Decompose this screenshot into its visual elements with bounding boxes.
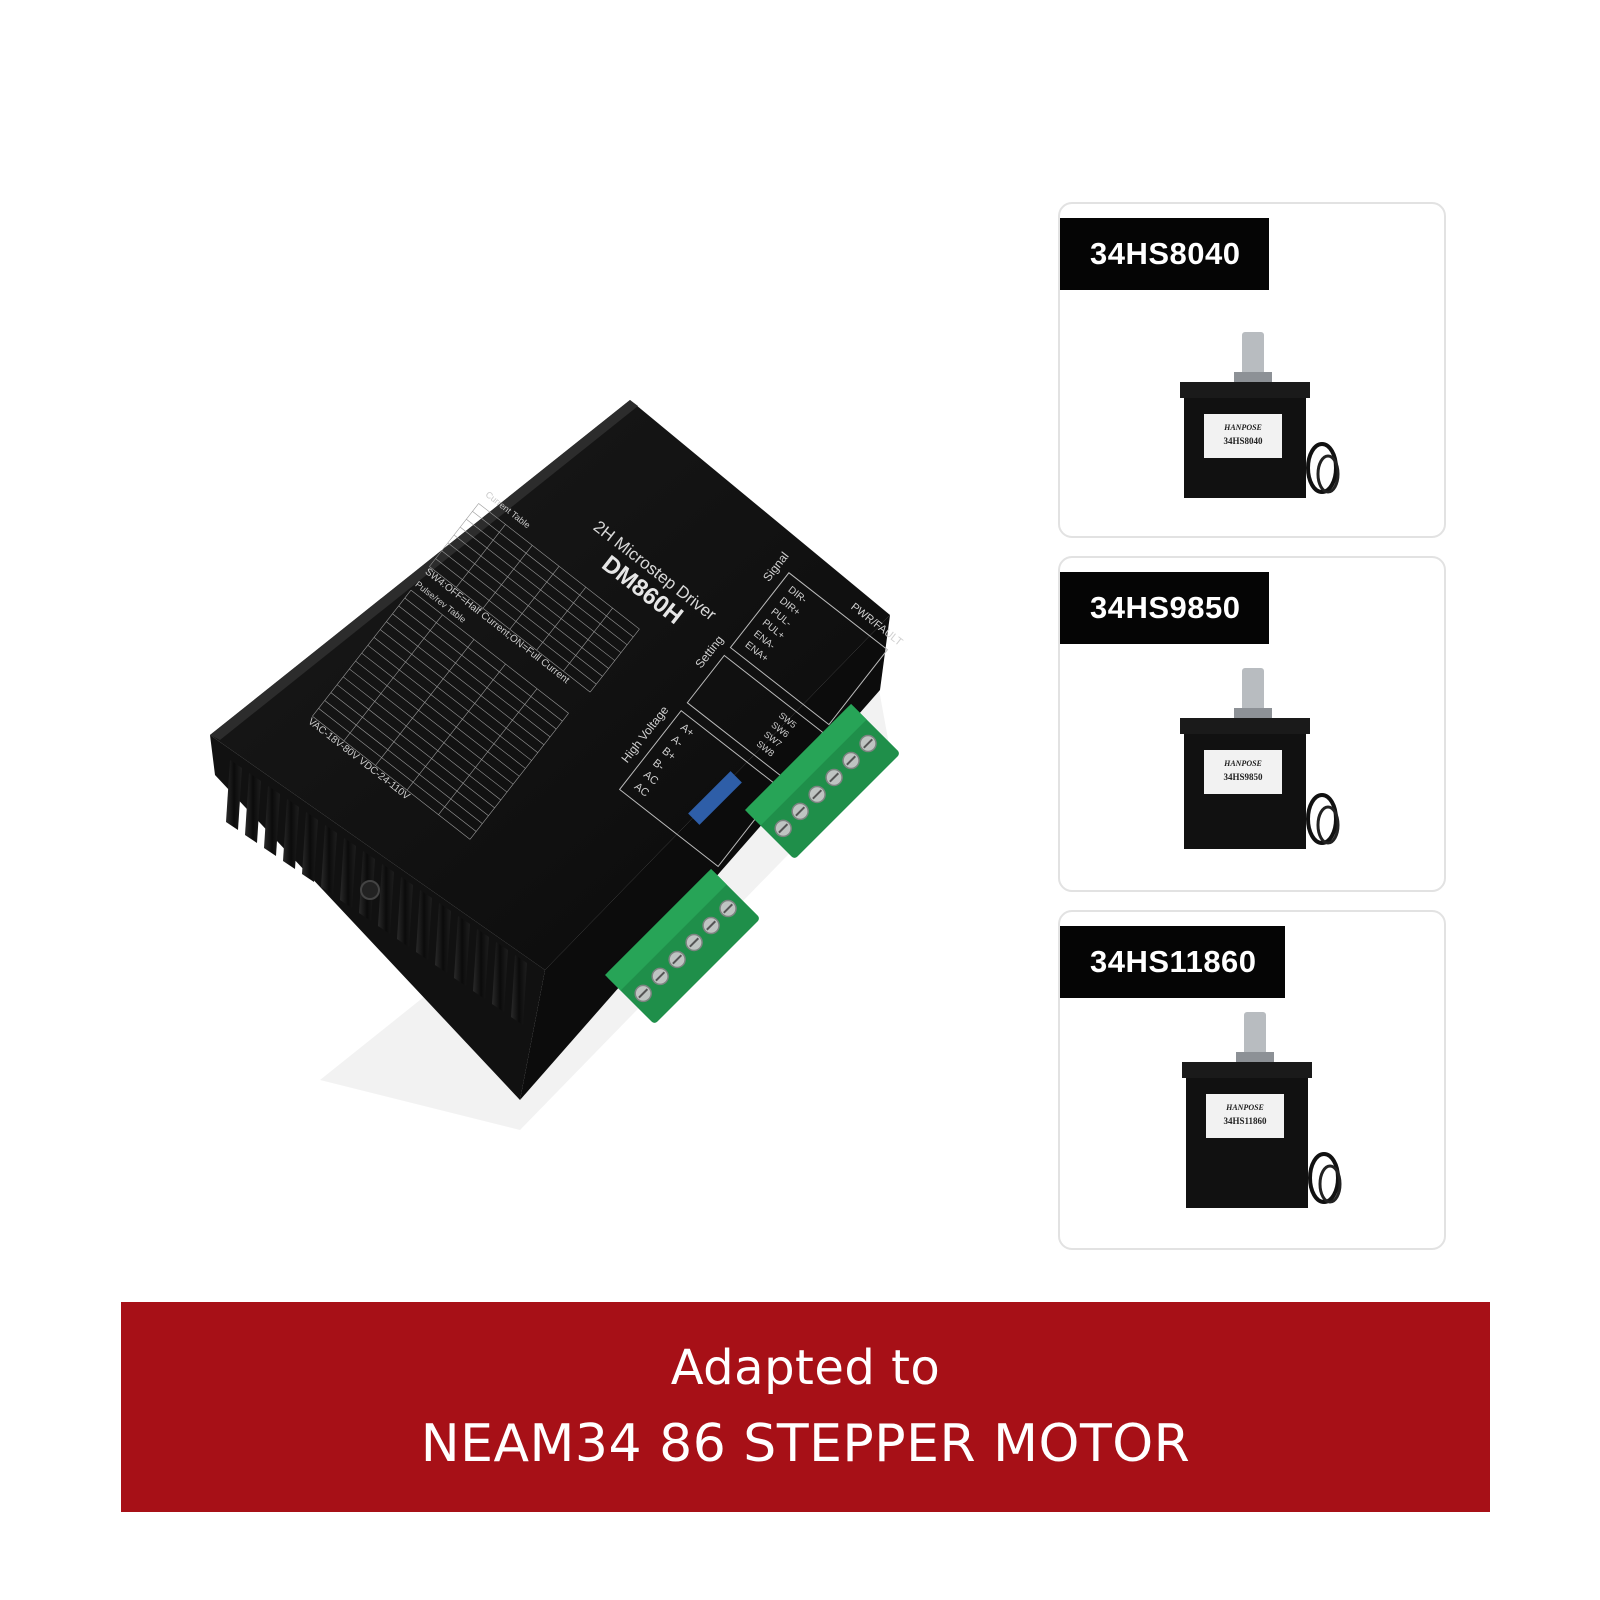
power-terminal-block	[605, 868, 759, 1023]
motor-card-34hs9850: 34HS9850 HANPOSE 34HS9850	[1058, 556, 1446, 892]
heatsink-fin	[435, 903, 451, 973]
motor-shaft	[1242, 668, 1264, 718]
pulse-table-grid	[312, 589, 569, 840]
heatsink-fin	[302, 812, 318, 882]
motor-boss	[1234, 372, 1272, 384]
stepper-driver-image: 2H Microstep Driver DM860H Current Table…	[210, 400, 905, 1130]
motor-nameplate	[1204, 414, 1282, 458]
current-table-grid	[429, 503, 640, 693]
motor-flange	[1182, 1062, 1312, 1078]
motor-flange	[1180, 382, 1310, 398]
driver-top-face	[210, 400, 890, 970]
banner-line-2: NEAM34 86 STEPPER MOTOR	[420, 1414, 1191, 1474]
stepper-motor-icon: HANPOSE 34HS8040	[1180, 332, 1340, 498]
motor-model-label: 34HS9850	[1060, 572, 1269, 644]
heatsink-fin	[492, 942, 508, 1012]
motor-brand: HANPOSE	[1223, 423, 1262, 432]
heatsink-fin	[416, 890, 432, 960]
heatsink-fin	[283, 799, 299, 869]
screw-icon	[360, 880, 380, 900]
heatsink-fin	[340, 838, 356, 908]
motor-cable	[1308, 1152, 1340, 1204]
heatsink-fin	[264, 786, 280, 856]
motor-brand: HANPOSE	[1223, 759, 1262, 768]
heatsink-fin	[378, 864, 394, 934]
heatsink-fin	[511, 955, 527, 1025]
motor-brand: HANPOSE	[1225, 1103, 1264, 1112]
motor-boss	[1234, 708, 1272, 720]
heatsink-fin	[454, 916, 470, 986]
motor-nameplate	[1206, 1094, 1284, 1138]
motor-shaft	[1242, 332, 1264, 382]
motor-card-34hs8040: 34HS8040 HANPOSE 34HS8040	[1058, 202, 1446, 538]
heatsink-fin	[245, 773, 261, 843]
stepper-motor-icon: HANPOSE 34HS11860	[1182, 1012, 1342, 1208]
heatsink-fin	[473, 929, 489, 999]
motor-card-34hs11860: 34HS11860 HANPOSE 34HS11860	[1058, 910, 1446, 1250]
motor-nameplate	[1204, 750, 1282, 794]
stepper-motor-icon: HANPOSE 34HS9850	[1180, 668, 1340, 849]
motor-nameplate-model: 34HS8040	[1223, 436, 1263, 446]
heatsink-fin	[321, 825, 337, 895]
heatsink-fin	[226, 760, 242, 830]
motor-flange	[1180, 718, 1310, 734]
motor-shaft	[1244, 1012, 1266, 1062]
banner-line-1: Adapted to	[670, 1340, 941, 1396]
motor-boss	[1236, 1052, 1274, 1064]
heatsink-fin	[397, 877, 413, 947]
motor-model-label: 34HS11860	[1060, 926, 1285, 998]
motor-model-label: 34HS8040	[1060, 218, 1269, 290]
compatibility-banner: Adapted to NEAM34 86 STEPPER MOTOR	[121, 1302, 1490, 1512]
motor-cable	[1306, 793, 1338, 845]
signal-terminal-block	[745, 703, 899, 858]
dip-switch	[688, 771, 742, 825]
motor-nameplate-model: 34HS11860	[1223, 1116, 1267, 1126]
motor-nameplate-model: 34HS9850	[1223, 772, 1263, 782]
motor-cable	[1306, 442, 1338, 494]
